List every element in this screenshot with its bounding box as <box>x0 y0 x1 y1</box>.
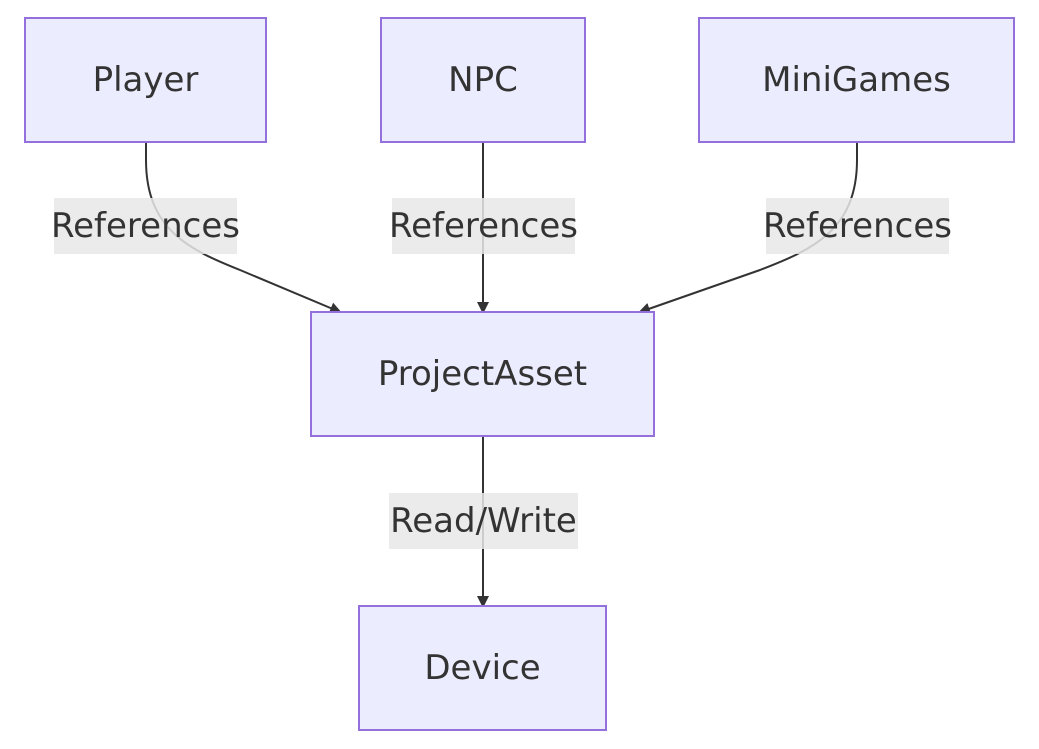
edge-label-npc-text: References <box>389 206 578 246</box>
nodes: Player NPC MiniGames ProjectAsset Device <box>24 17 1015 731</box>
node-device[interactable]: Device <box>358 605 607 731</box>
node-device-label: Device <box>424 648 540 688</box>
edge-label-npc: References <box>389 198 578 254</box>
node-projectasset-label: ProjectAsset <box>378 354 587 394</box>
node-player[interactable]: Player <box>24 17 267 143</box>
edge-label-player: References <box>51 198 240 254</box>
edge-labels: References References References Read/Wr… <box>51 198 952 549</box>
node-projectasset[interactable]: ProjectAsset <box>310 311 655 437</box>
node-minigames-label: MiniGames <box>762 60 951 100</box>
edge-label-player-text: References <box>51 206 240 246</box>
edge-label-device: Read/Write <box>389 493 578 549</box>
node-npc-label: NPC <box>448 60 518 100</box>
node-minigames[interactable]: MiniGames <box>698 17 1015 143</box>
edge-label-device-text: Read/Write <box>390 501 577 541</box>
node-npc[interactable]: NPC <box>380 17 586 143</box>
node-player-label: Player <box>93 60 199 100</box>
edge-label-minigames: References <box>763 198 952 254</box>
edge-label-minigames-text: References <box>763 206 952 246</box>
